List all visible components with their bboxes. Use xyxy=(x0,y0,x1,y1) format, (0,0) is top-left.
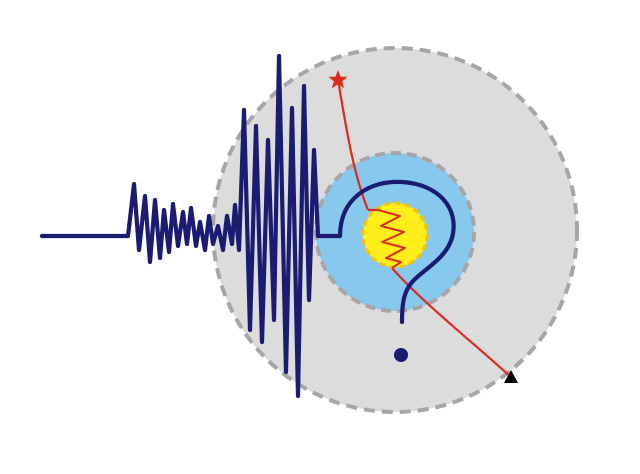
seismogram-trace xyxy=(39,53,343,399)
question-mark-hook xyxy=(337,179,456,325)
seismic-ray-path-lower xyxy=(368,208,513,379)
seismic-station-triangle-icon xyxy=(504,370,518,383)
question-mark-dot xyxy=(394,348,408,362)
seismic-ray-path xyxy=(336,79,370,211)
seismic-ray-wiggle xyxy=(377,209,406,269)
earthquake-source-star-icon xyxy=(328,70,348,89)
